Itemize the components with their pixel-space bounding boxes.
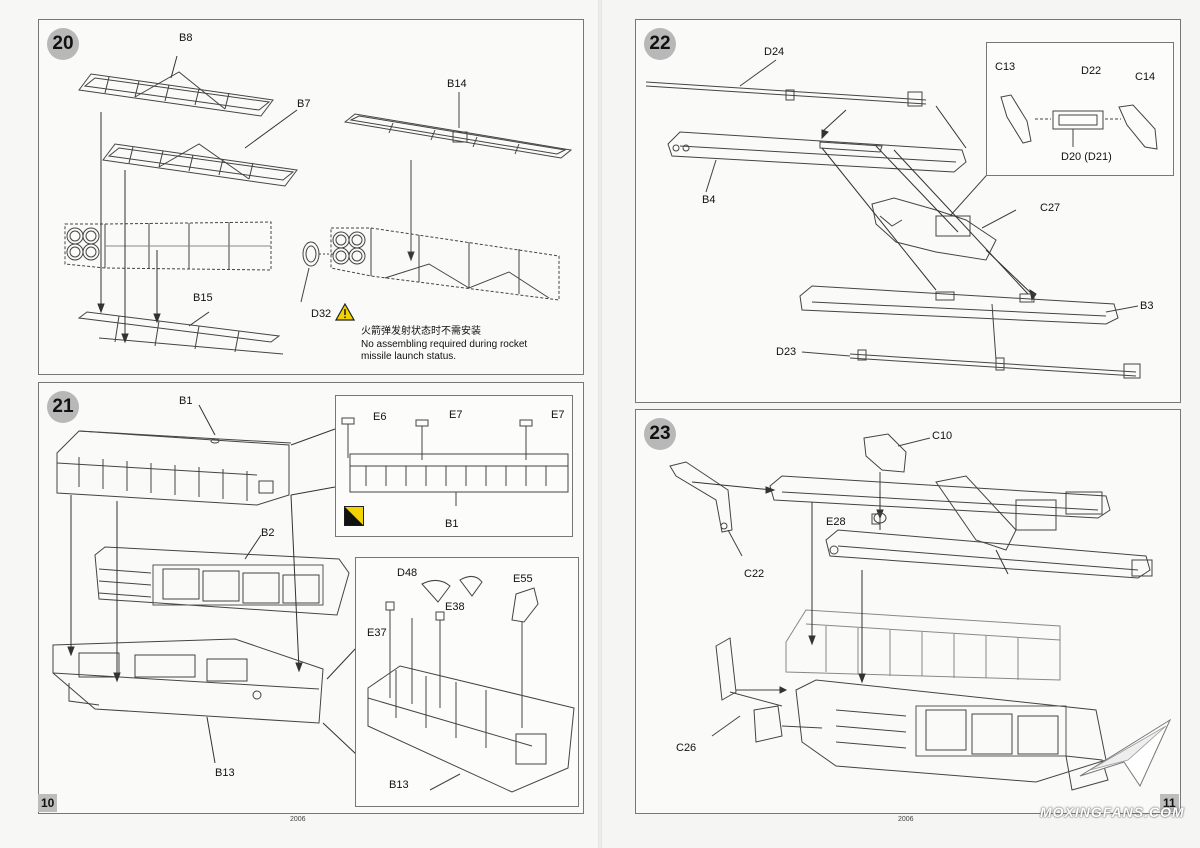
part-label-b8: B8 bbox=[179, 32, 193, 44]
print-code-left: 2006 bbox=[290, 816, 306, 823]
page-number-right: 11 bbox=[1160, 794, 1179, 812]
part-label-c22: C22 bbox=[744, 568, 765, 580]
assembly-arrows-left bbox=[98, 56, 297, 342]
part-label-b7: B7 bbox=[297, 98, 311, 110]
part-label-e7-b: E7 bbox=[551, 409, 565, 421]
part-label-e28: E28 bbox=[826, 516, 846, 528]
step-20-drawing bbox=[39, 20, 583, 374]
part-b1-deck bbox=[57, 431, 291, 505]
page-number-left: 10 bbox=[38, 794, 58, 812]
part-label-c14: C14 bbox=[1135, 71, 1156, 83]
part-e28-fitting bbox=[872, 513, 886, 524]
upper-rail-assembly bbox=[770, 476, 1152, 578]
detail-callout-interior bbox=[355, 557, 579, 807]
part-label-b1: B1 bbox=[179, 395, 193, 407]
step-number-badge: 21 bbox=[47, 391, 79, 423]
assembly-arrows-step22 bbox=[822, 106, 1036, 300]
step-number-badge: 23 bbox=[644, 418, 676, 450]
part-label-b3: B3 bbox=[1140, 300, 1154, 312]
part-label-b15: B15 bbox=[193, 292, 213, 304]
step-number-badge: 20 bbox=[47, 28, 79, 60]
part-b3-rail bbox=[800, 286, 1138, 324]
warning-note-en-line2: missile launch status. bbox=[361, 351, 457, 362]
part-label-c26: C26 bbox=[676, 742, 697, 754]
part-label-d24: D24 bbox=[764, 46, 785, 58]
step-22-panel: 22 bbox=[635, 19, 1181, 403]
step-21-drawing bbox=[39, 383, 583, 813]
hull-lower-panel bbox=[796, 680, 1108, 790]
part-d32-ring bbox=[301, 242, 333, 302]
part-label-c10: C10 bbox=[932, 430, 953, 442]
part-label-c13: C13 bbox=[995, 61, 1016, 73]
part-c26-panels bbox=[712, 638, 822, 742]
rocket-pod-right bbox=[331, 160, 559, 300]
assembly-arrows-step21 bbox=[68, 405, 357, 763]
part-b2-panel bbox=[95, 547, 349, 615]
part-label-c27: C27 bbox=[1040, 202, 1061, 214]
watermark-logo-icon bbox=[1079, 718, 1172, 788]
part-label-b1-detail: B1 bbox=[445, 518, 459, 530]
part-c22-bracket bbox=[670, 462, 742, 556]
part-label-b13: B13 bbox=[215, 767, 235, 779]
detail-callout-c13-c14: C13 D22 C14 D20 (D21) bbox=[986, 42, 1174, 176]
rocket-pod-left bbox=[65, 222, 271, 270]
part-b8-frame bbox=[79, 72, 273, 116]
step-22-drawing bbox=[636, 20, 1180, 402]
part-label-d23: D23 bbox=[776, 346, 797, 358]
part-label-b4: B4 bbox=[702, 194, 716, 206]
step-23-panel: 23 bbox=[635, 409, 1181, 814]
part-label-d20-d21: D20 (D21) bbox=[1061, 151, 1112, 163]
warning-triangle-icon bbox=[335, 303, 355, 321]
part-label-e38: E38 bbox=[445, 601, 465, 613]
part-b7-frame bbox=[103, 144, 297, 186]
part-label-e6: E6 bbox=[373, 411, 387, 423]
warning-note-cn: 火箭弹发射状态时不需安装 bbox=[361, 326, 481, 337]
assembly-arrows-step23 bbox=[692, 482, 1008, 682]
part-d24-rod bbox=[646, 60, 926, 106]
detail-callout-b1 bbox=[335, 395, 573, 537]
part-d23-rod bbox=[802, 304, 1140, 378]
warning-note-en-line1: No assembling required during rocket bbox=[361, 339, 528, 350]
part-label-b14: B14 bbox=[447, 78, 467, 90]
paint-swatch-icon bbox=[344, 506, 364, 526]
part-b14-frame bbox=[345, 92, 571, 158]
part-label-b13-detail: B13 bbox=[389, 779, 409, 791]
part-label-d48: D48 bbox=[397, 567, 418, 579]
step-23-drawing bbox=[636, 410, 1180, 813]
part-b4-rail bbox=[668, 132, 966, 192]
page-gutter bbox=[598, 0, 602, 848]
print-code-right: 2006 bbox=[898, 816, 914, 823]
part-label-e7-a: E7 bbox=[449, 409, 463, 421]
hull-assembly bbox=[786, 610, 1060, 680]
part-label-d22: D22 bbox=[1081, 65, 1102, 77]
watermark-text: MOXINGFANS.COM bbox=[1040, 804, 1185, 820]
step-21-panel: 21 bbox=[38, 382, 584, 814]
part-b15-frame bbox=[79, 312, 283, 354]
step-number-badge: 22 bbox=[644, 28, 676, 60]
step-20-panel: 20 bbox=[38, 19, 584, 375]
part-label-e37: E37 bbox=[367, 627, 387, 639]
part-label-b2: B2 bbox=[261, 527, 275, 539]
part-b13-hull bbox=[53, 639, 323, 723]
part-label-e55: E55 bbox=[513, 573, 533, 585]
part-label-d32: D32 bbox=[311, 308, 332, 320]
